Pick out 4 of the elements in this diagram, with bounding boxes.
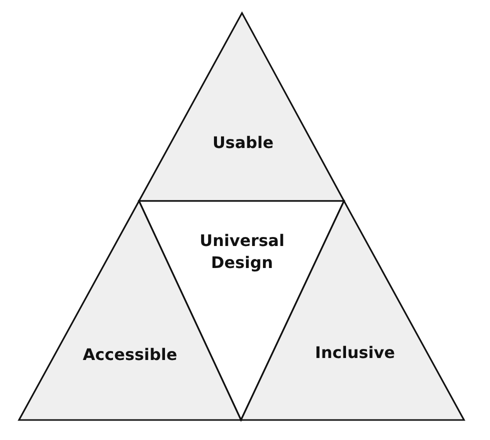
section-label: Universal Design — [198, 230, 286, 274]
section-label: Inclusive — [314, 342, 396, 364]
section-label: Accessible — [82, 344, 178, 366]
section-label: Usable — [211, 132, 275, 154]
